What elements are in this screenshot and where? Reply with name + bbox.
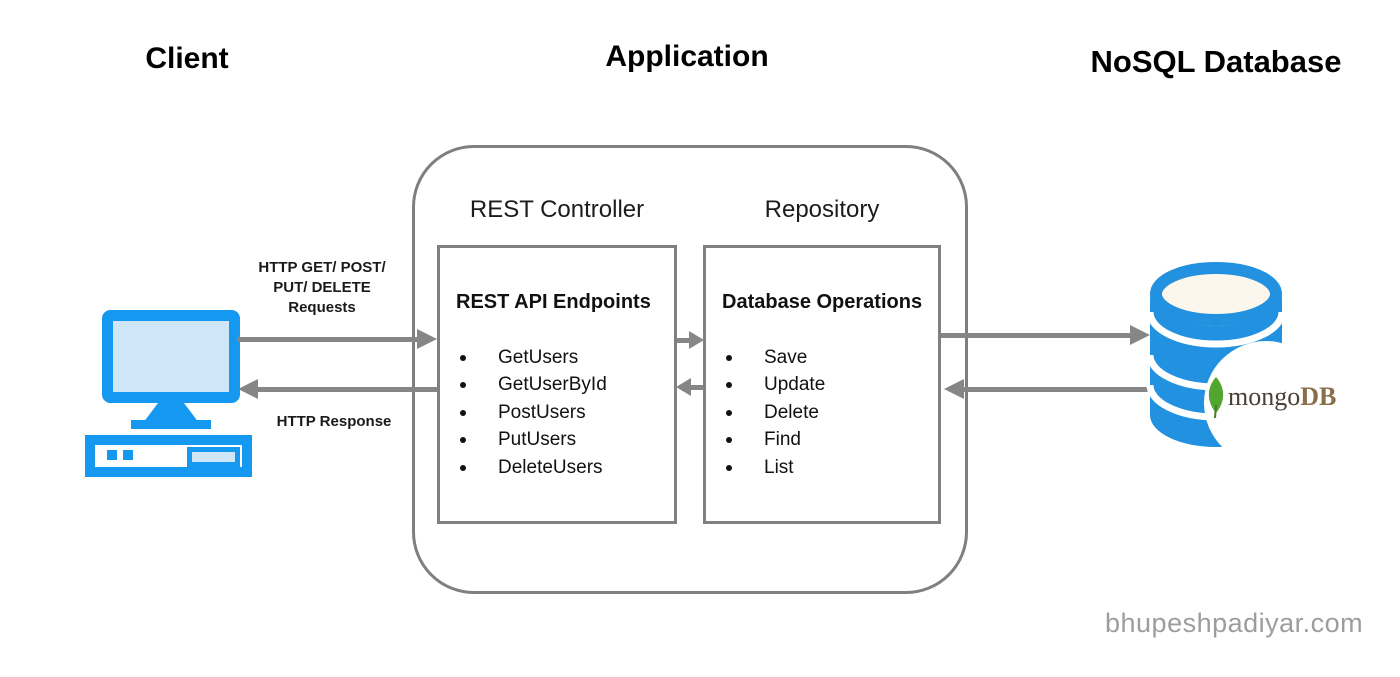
mongodb-logo-mongo: mongo (1228, 382, 1300, 411)
controller-to-repository-arrow (677, 331, 704, 349)
list-item: GetUserById (456, 372, 666, 400)
database-operations-list: Save Update Delete Find (722, 344, 930, 482)
list-item: List (722, 454, 930, 482)
mongodb-database-icon: mongoDB (1146, 262, 1336, 465)
http-request-label-line2: PUT/ DELETE (273, 279, 371, 296)
http-response-label: HTTP Response (276, 413, 392, 430)
bullet-icon (456, 353, 494, 363)
monitor-stand-base (131, 420, 211, 429)
database-to-repository-arrow (944, 379, 1150, 399)
arrow-shaft (237, 337, 419, 342)
list-item-text: Delete (764, 401, 819, 423)
bullet-icon (456, 435, 494, 445)
list-item: DeleteUsers (456, 454, 666, 482)
bullet-icon (722, 408, 760, 418)
list-item-text: GetUserById (498, 374, 607, 396)
bullet-icon (722, 353, 760, 363)
http-request-label-line1: HTTP GET/ POST/ (258, 259, 386, 276)
list-item: PutUsers (456, 427, 666, 455)
arrow-shaft (677, 338, 691, 343)
mongodb-badge-circle (1204, 341, 1328, 465)
bullet-icon (456, 463, 494, 473)
list-item-text: PutUsers (498, 429, 577, 451)
list-item: GetUsers (456, 344, 666, 372)
bullet-icon (722, 380, 760, 390)
monitor-screen (102, 310, 240, 403)
arrow-head-left-icon (676, 378, 691, 396)
mongodb-logo-text: mongoDB (1228, 382, 1336, 411)
list-item-text: PostUsers (498, 401, 586, 423)
rest-controller-box: REST API Endpoints GetUsers GetUserById … (437, 245, 677, 524)
arrow-head-right-icon (689, 331, 704, 349)
list-item: Update (722, 372, 930, 400)
client-request-arrow (237, 329, 437, 349)
arrow-head-right-icon (1130, 325, 1150, 345)
monitor-stand-neck (143, 403, 199, 423)
database-operations-title: Database Operations (722, 291, 923, 313)
list-item: PostUsers (456, 399, 666, 427)
list-item-text: Update (764, 374, 826, 396)
http-request-label-line3: Requests (288, 299, 356, 316)
arrow-head-left-icon (944, 379, 964, 399)
repository-to-controller-arrow (676, 378, 703, 396)
client-header: Client (145, 42, 229, 75)
list-item: Delete (722, 399, 930, 427)
list-item-text: List (764, 456, 794, 478)
tower-drive-slot (187, 447, 240, 467)
list-item-text: GetUsers (498, 346, 579, 368)
arrow-shaft (689, 385, 703, 390)
rest-endpoints-list: GetUsers GetUserById PostUsers PutUsers (456, 344, 666, 482)
bullet-icon (456, 380, 494, 390)
list-item-text: Save (764, 346, 808, 368)
rest-api-endpoints-title: REST API Endpoints (456, 291, 651, 313)
arrow-head-left-icon (238, 379, 258, 399)
cylinder-top (1150, 262, 1282, 326)
nosql-database-header: NoSQL Database (1090, 44, 1342, 79)
arrow-shaft (256, 387, 437, 392)
watermark-text: bhupeshpadiyar.com (1105, 608, 1364, 638)
arrow-head-right-icon (417, 329, 437, 349)
http-request-label: HTTP GET/ POST/ PUT/ DELETE Requests (212, 258, 432, 318)
arrow-shaft (962, 387, 1150, 392)
bullet-icon (722, 463, 760, 473)
mongodb-leaf-icon (1208, 377, 1224, 413)
list-item-text: Find (764, 429, 801, 451)
repository-to-database-arrow (941, 325, 1150, 345)
list-item: Find (722, 427, 930, 455)
repository-label: Repository (764, 196, 880, 223)
mongodb-logo-db: DB (1300, 382, 1336, 411)
list-item: Save (722, 344, 930, 372)
bullet-icon (722, 435, 760, 445)
client-response-arrow (238, 379, 437, 399)
tower-button-2 (123, 450, 133, 460)
mongodb-leaf-stem (1214, 404, 1217, 419)
client-computer-icon (85, 310, 252, 477)
arrow-shaft (941, 333, 1132, 338)
repository-box: Database Operations Save Update Delete (703, 245, 941, 524)
cylinder-stripe (1146, 311, 1286, 348)
list-item-text: DeleteUsers (498, 456, 603, 478)
rest-controller-label: REST Controller (469, 196, 645, 223)
application-header: Application (605, 40, 769, 73)
tower-button-1 (107, 450, 117, 460)
bullet-icon (456, 408, 494, 418)
